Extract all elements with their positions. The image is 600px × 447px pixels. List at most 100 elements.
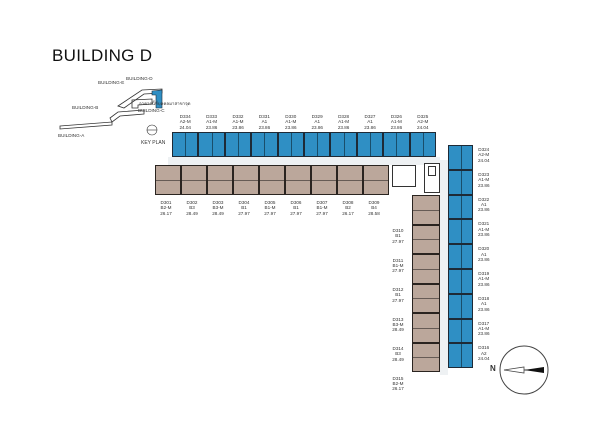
keyplan-compass-icon [146,124,158,136]
unit-partition [286,180,310,181]
unit-d330 [277,132,304,157]
unit-area: 27.97 [392,297,404,303]
unit-partition [343,133,345,156]
unit-partition [264,133,266,156]
keyplan-building-d-highlight [151,89,163,109]
unit-partition [290,133,292,156]
unit-code: D304 [238,200,250,205]
keyplan-building-a [59,121,113,130]
unit-d305 [259,165,285,195]
unit-partition [260,180,284,181]
unit-area: 27.97 [238,210,250,216]
unit-d326 [383,132,410,157]
unit-code: D311 [392,257,404,263]
unit-area: 23.86 [478,232,490,238]
unit-code: D333 [206,114,218,119]
unit-code: D307 [316,200,328,205]
unit-d333 [198,132,225,157]
unit-d327 [356,132,384,157]
unit-partition [234,180,258,181]
unit-code: D317 [478,320,490,326]
unit-d314 [412,313,440,343]
unit-partition [413,209,439,211]
unit-d306 [285,165,311,195]
unit-area: 23.86 [285,124,297,130]
unit-d318 [448,293,473,319]
unit-d321 [448,219,473,245]
unit-d309 [363,165,389,195]
unit-type: B1-M [392,262,404,268]
unit-type: A1 [314,119,320,125]
unit-area: 23.86 [364,124,376,130]
unit-area: 23.86 [232,124,244,130]
unit-partition [413,357,439,359]
unit-partition [460,319,462,343]
unit-partition [237,133,239,156]
unit-d328 [330,132,357,157]
unit-type: B2 [345,205,351,211]
unit-area: 26.17 [392,386,404,392]
unit-d313 [412,283,440,313]
unit-code: D305 [264,200,276,205]
unit-type: A1-M [232,119,244,125]
unit-partition [338,180,362,181]
unit-code: D323 [478,171,490,177]
unit-d320 [448,244,473,269]
unit-area: 27.97 [392,238,404,244]
unit-code: D314 [392,346,404,351]
unit-code: D303 [212,200,224,205]
unit-area: 28.49 [392,356,404,362]
unit-d303 [207,165,233,195]
unit-type: B3-M [392,321,404,327]
unit-partition [413,239,439,241]
unit-partition [208,180,232,181]
unit-type: A1-M [478,276,490,282]
unit-partition [460,220,462,244]
north-compass-icon [499,345,549,395]
unit-area: 27.97 [290,210,302,216]
unit-code: D326 [390,114,402,119]
unit-code: D331 [258,114,270,119]
unit-area: 23.86 [390,124,403,130]
corridor-horizontal [168,157,440,165]
unit-type: A2-M [417,119,429,125]
unit-partition [460,294,462,318]
unit-d322 [448,194,473,220]
unit-type: B1 [293,205,299,211]
unit-partition [460,245,462,268]
unit-partition [460,195,462,219]
unit-d311 [412,224,440,254]
unit-type: B3 [395,351,401,357]
unit-type: A2-M [478,152,490,158]
unit-code: D312 [392,287,404,292]
unit-type: A1-M [478,326,490,331]
unit-code: D310 [392,228,404,233]
unit-area: 23.86 [478,207,490,213]
unit-partition [182,180,206,181]
unit-area: 28.58 [368,210,380,216]
unit-type: A2 [480,350,487,356]
unit-area: 23.86 [205,124,218,130]
unit-type: A2-M [179,119,191,125]
unit-area: 24.04 [417,124,429,130]
unit-code: D320 [478,246,490,252]
unit-type: A1-M [285,119,297,125]
unit-partition [413,298,439,300]
unit-area: 23.86 [478,257,490,262]
unit-partition [211,133,213,156]
